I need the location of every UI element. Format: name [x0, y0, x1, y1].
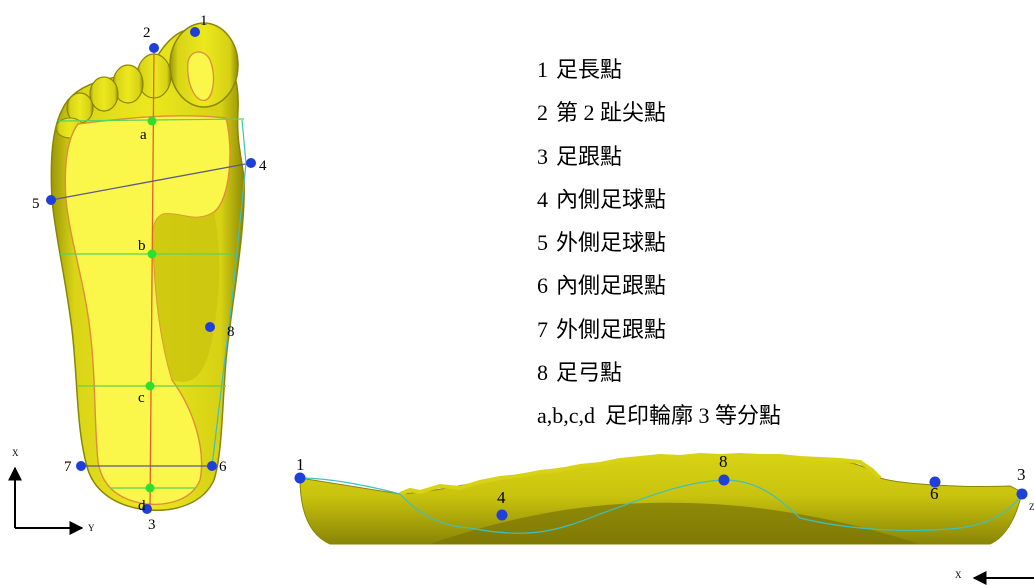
legend-row: a,b,c,d 足印輪廓 3 等分點 [537, 394, 781, 437]
side-landmark-8-dot [719, 475, 730, 486]
side-landmark-4-label: 4 [497, 488, 506, 507]
side-landmark-8-label: 8 [719, 452, 728, 471]
landmark-d-dot [146, 484, 155, 493]
legend-row: 5 外側足球點 [537, 221, 781, 264]
legend-row: 8 足弓點 [537, 351, 781, 394]
landmark-2-dot [149, 43, 159, 53]
landmark-8-dot [205, 322, 215, 332]
legend-row: 1 足長點 [537, 48, 781, 91]
legend-text: 足印輪廓 3 等分點 [605, 403, 781, 428]
side-landmark-4-dot [497, 510, 508, 521]
legend-key: 4 [537, 178, 548, 221]
landmark-c-label: c [138, 390, 145, 406]
landmark-5-dot [46, 195, 56, 205]
legend-text: 外側足跟點 [556, 317, 666, 342]
y-axis-label: Y [88, 523, 95, 533]
plantar-axis-indicator: X Y [12, 448, 95, 533]
side-landmark-6-label: 6 [930, 484, 939, 503]
landmark-4-label: 4 [259, 158, 267, 174]
landmark-5-label: 5 [32, 196, 40, 212]
landmark-b-label: b [138, 238, 146, 254]
toe-4 [90, 77, 118, 111]
side-x-axis-label: X [955, 570, 962, 580]
side-landmark-3-label: 3 [1017, 465, 1026, 484]
landmark-7-dot [76, 461, 86, 471]
landmark-6-dot [207, 461, 217, 471]
legend-text: 外側足球點 [556, 230, 666, 255]
legend-key: 7 [537, 308, 548, 351]
legend-text: 足跟點 [556, 144, 622, 169]
side-z-axis-label: Z [1029, 502, 1034, 512]
legend-row: 3 足跟點 [537, 135, 781, 178]
landmark-1-dot [190, 27, 200, 37]
legend-key: a,b,c,d [537, 394, 595, 437]
landmark-8-label: 8 [227, 324, 235, 340]
legend-key: 1 [537, 48, 548, 91]
landmark-4-dot [246, 158, 256, 168]
legend-key: 5 [537, 221, 548, 264]
landmark-6-label: 6 [219, 459, 227, 475]
legend-key: 6 [537, 264, 548, 307]
legend-key: 3 [537, 135, 548, 178]
legend-text: 內側足跟點 [556, 273, 666, 298]
legend-row: 4 內側足球點 [537, 178, 781, 221]
landmark-d-label: d [138, 498, 146, 514]
side-landmark-1-dot [295, 473, 306, 484]
legend-key: 8 [537, 351, 548, 394]
legend-text: 內側足球點 [556, 187, 666, 212]
side-landmark-1-label: 1 [296, 455, 305, 474]
landmark-b-dot [148, 250, 157, 259]
legend-row: 2 第 2 趾尖點 [537, 91, 781, 134]
landmark-2-label: 2 [143, 25, 151, 41]
landmark-a-label: a [140, 127, 147, 143]
legend-text: 足長點 [556, 57, 622, 82]
landmark-a-dot [148, 117, 157, 126]
landmark-7-label: 7 [64, 459, 72, 475]
legend-row: 7 外側足跟點 [537, 308, 781, 351]
legend-row: 6 內側足跟點 [537, 264, 781, 307]
x-axis-label: X [12, 448, 19, 458]
plantar-foot-view: 1 2 3 4 5 6 7 8 a b c d [32, 13, 267, 533]
landmark-1-label: 1 [200, 13, 208, 29]
landmark-c-dot [146, 382, 155, 391]
side-landmark-3-dot [1017, 489, 1028, 500]
legend-key: 2 [537, 91, 548, 134]
side-foot-view: 1 4 8 6 3 [295, 452, 1028, 544]
legend-text: 第 2 趾尖點 [556, 100, 666, 125]
landmark-3-label: 3 [148, 517, 156, 533]
legend-text: 足弓點 [556, 360, 622, 385]
